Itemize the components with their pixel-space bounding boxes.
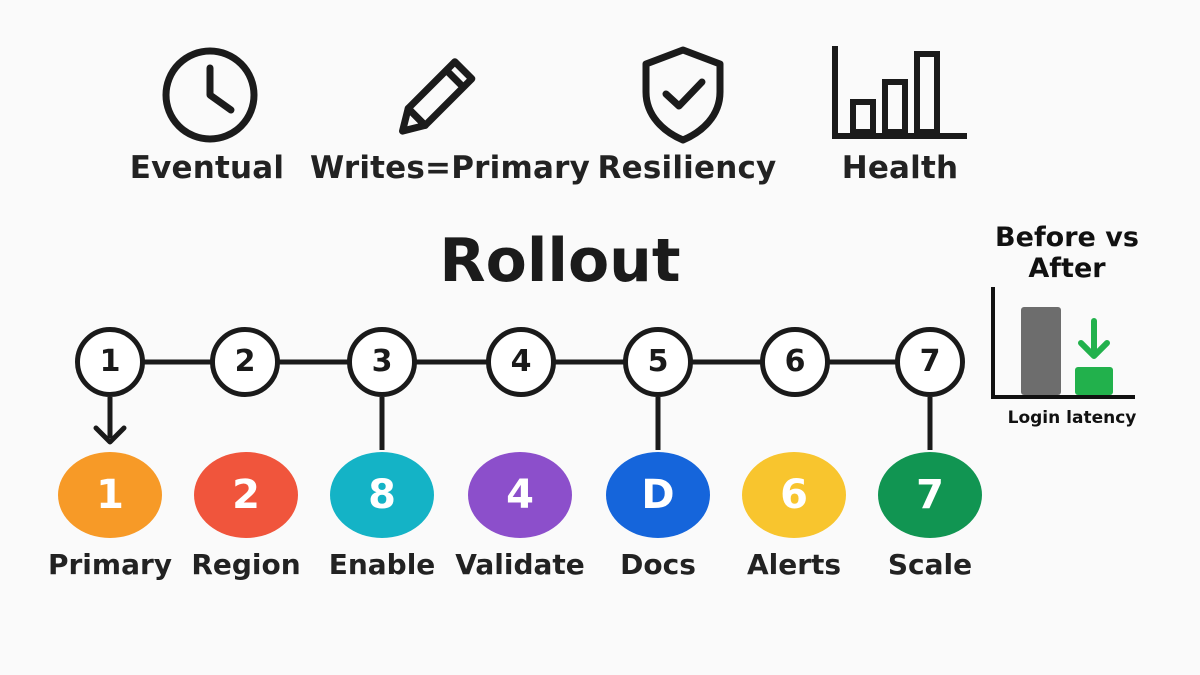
timeline-step-2: 2 (210, 327, 280, 397)
stage-label-docs: Docs (620, 548, 696, 581)
timeline-step-1: 1 (75, 327, 145, 397)
stage-badge-enable: 8 (330, 452, 434, 538)
bar-chart-icon (768, 40, 1028, 150)
timeline-step-3: 3 (347, 327, 417, 397)
stage-badge-alerts: 6 (742, 452, 846, 538)
stage-badge-region: 2 (194, 452, 298, 538)
stage-label-enable: Enable (328, 548, 436, 581)
top-item-resiliency (553, 40, 813, 150)
timeline-step-7: 7 (895, 327, 965, 397)
stage-badge-docs: D (606, 452, 710, 538)
stage-label-alerts: Alerts (746, 548, 842, 581)
pencil-icon (310, 40, 570, 150)
top-label-writes: Writes=Primary (310, 150, 590, 186)
top-label-eventual: Eventual (129, 150, 285, 186)
timeline-step-6: 6 (760, 327, 830, 397)
comparison-caption: Login latency (1007, 408, 1137, 428)
stage-label-region: Region (191, 548, 301, 581)
page-title: Rollout (439, 226, 681, 296)
top-item-eventual (80, 40, 340, 150)
shield-check-icon (553, 40, 813, 150)
timeline-step-4: 4 (486, 327, 556, 397)
stage-badge-scale: 7 (878, 452, 982, 538)
after-bar (1075, 367, 1113, 395)
top-label-health: Health (841, 150, 959, 186)
clock-icon (80, 40, 340, 150)
top-item-health (768, 40, 1028, 150)
top-item-writes (310, 40, 570, 150)
comparison-axes (991, 287, 1135, 399)
stage-badge-primary: 1 (58, 452, 162, 538)
before-bar (1021, 307, 1061, 395)
down-arrow-icon (1078, 318, 1110, 359)
comparison-chart (991, 287, 1135, 399)
stage-label-primary: Primary (47, 548, 173, 581)
stage-label-scale: Scale (887, 548, 973, 581)
top-label-resiliency: Resiliency (597, 150, 777, 186)
timeline-step-5: 5 (623, 327, 693, 397)
stage-badge-validate: 4 (468, 452, 572, 538)
stage-label-validate: Validate (455, 548, 585, 581)
comparison-title: Before vs After (995, 222, 1139, 284)
